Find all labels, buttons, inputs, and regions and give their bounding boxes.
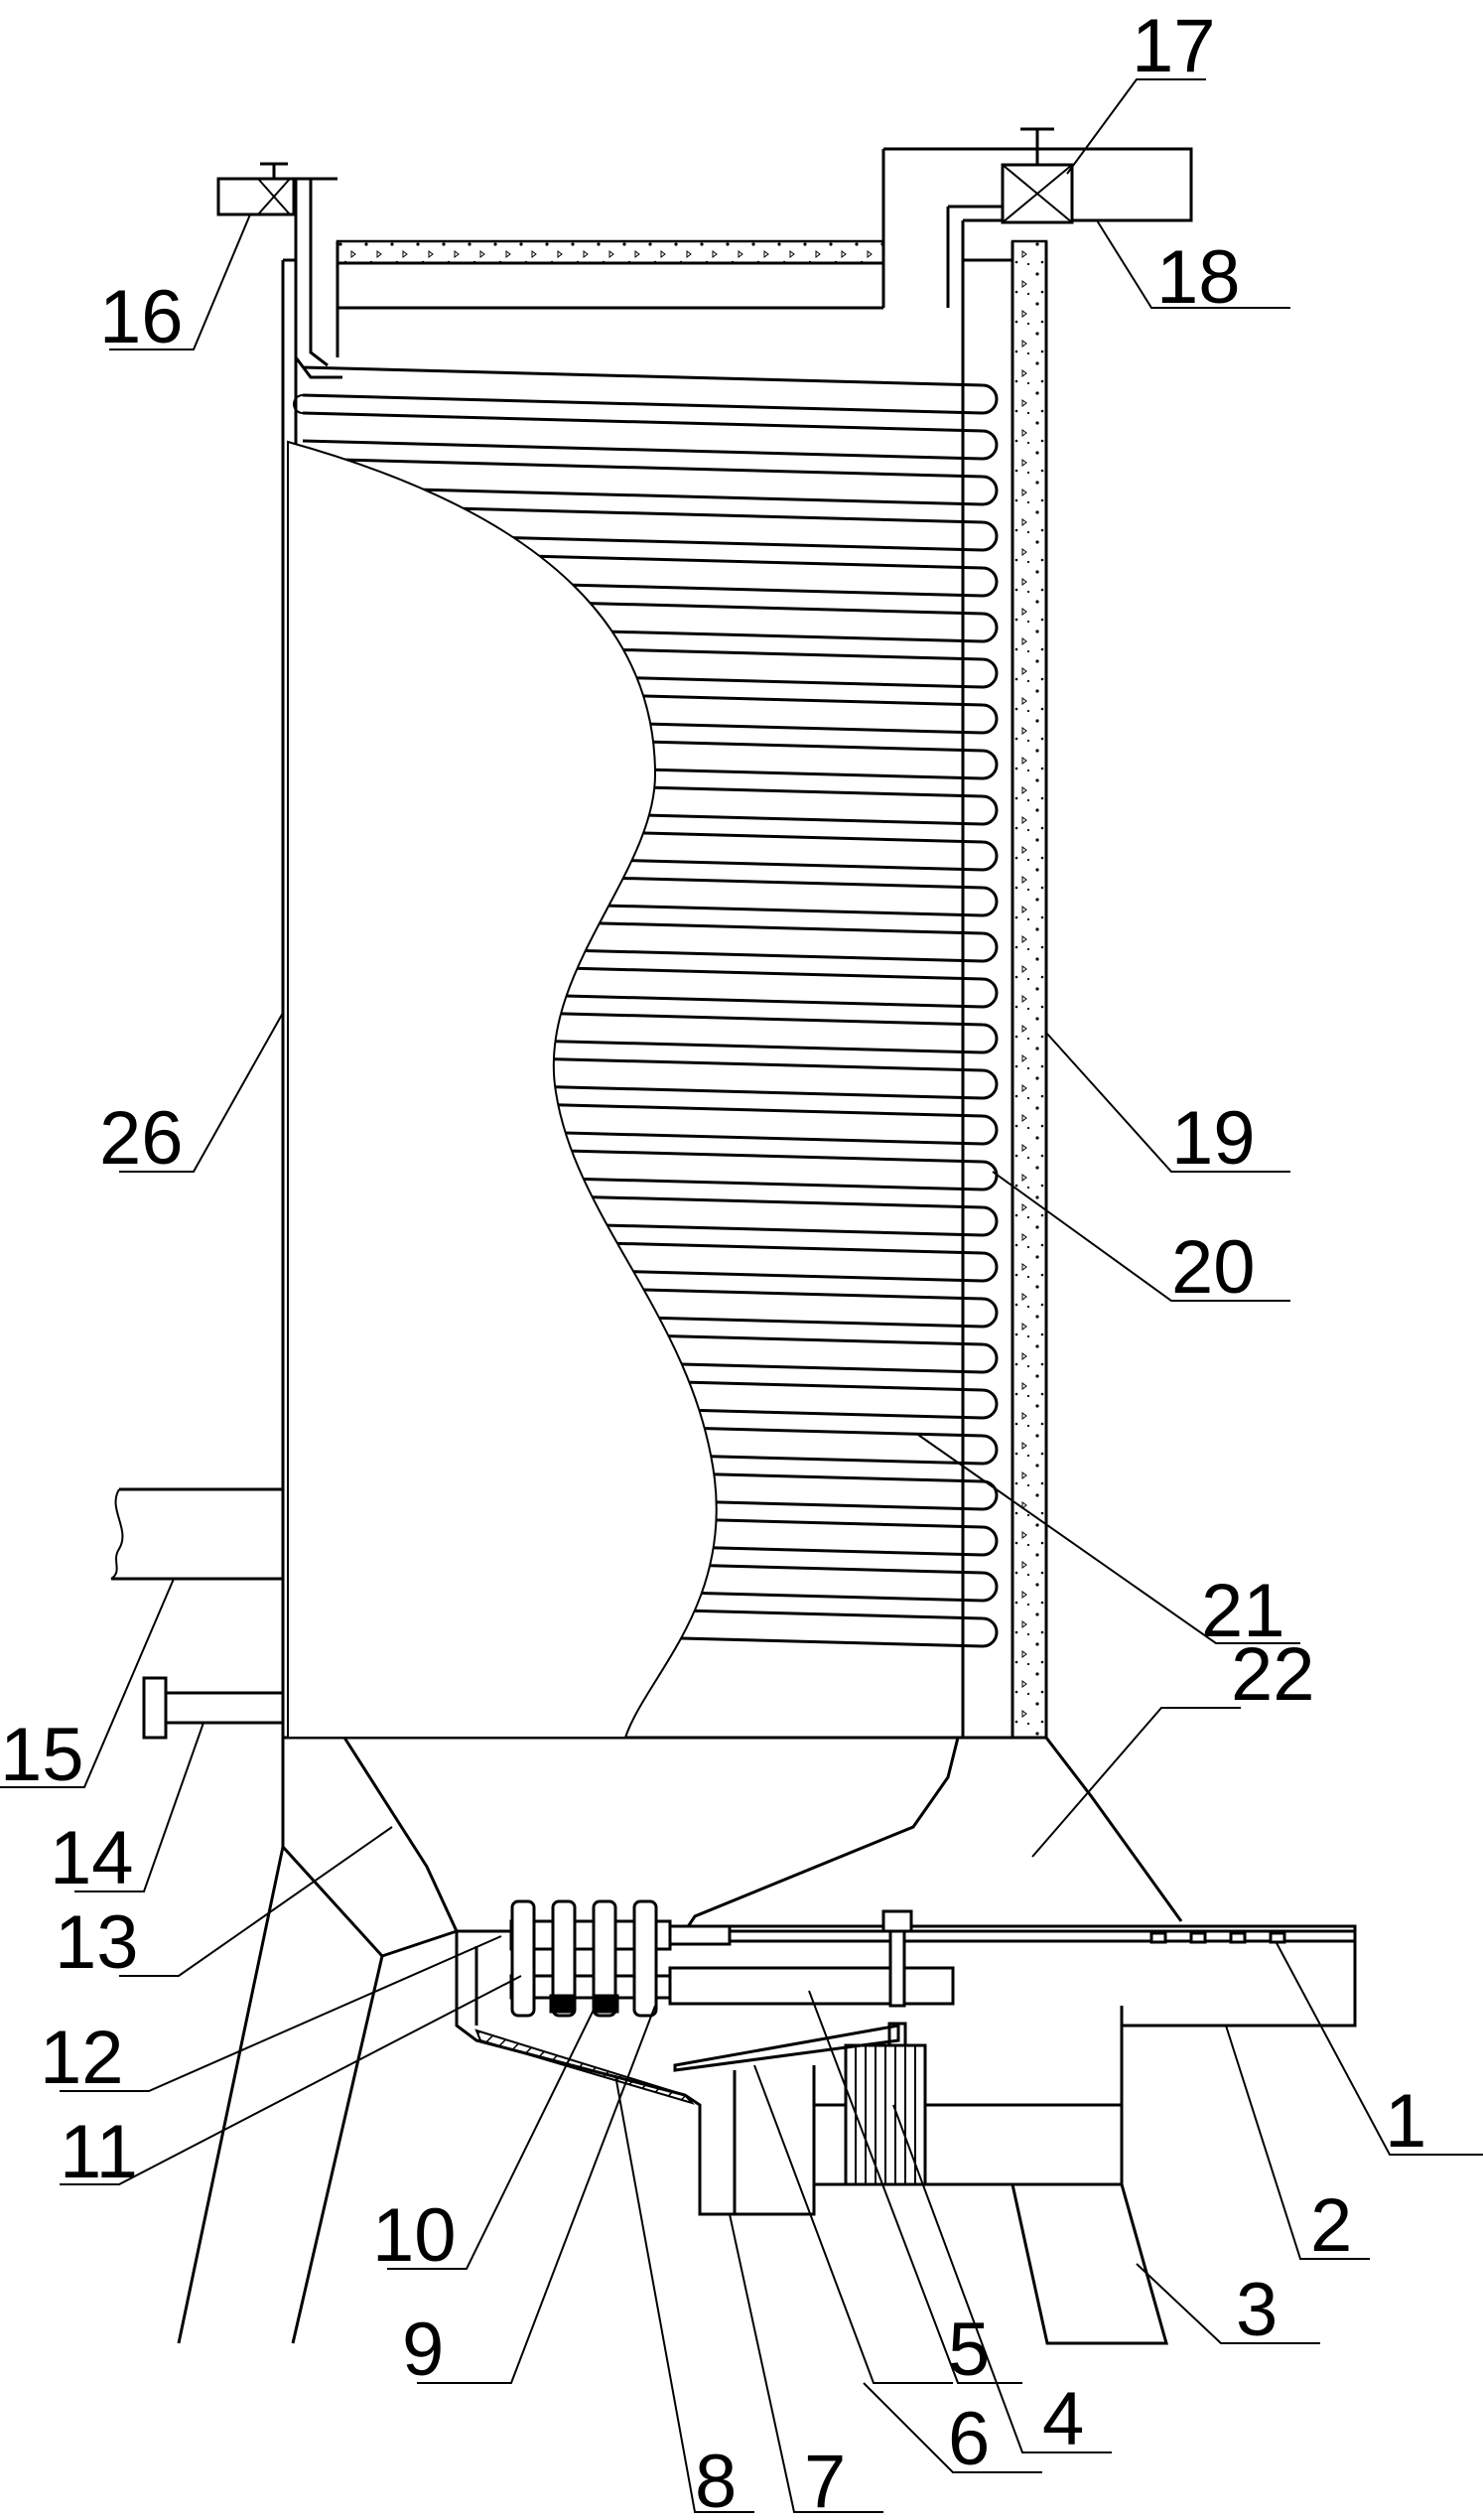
label-2: 2 [1310,2183,1352,2268]
label-13: 13 [55,1900,139,1985]
label-17: 17 [1132,4,1216,88]
coil-turn [302,913,999,1009]
coil-turn [302,731,999,826]
outlet-pipe-18 [883,127,1193,308]
label-8: 8 [695,2440,737,2515]
side-feed-pipe-15 [110,1487,283,1581]
label-15: 15 [0,1713,84,1797]
coil-turn [302,548,999,643]
label-22: 22 [1231,1632,1315,1717]
vessel-shell-19 [281,239,1048,1740]
label-5: 5 [948,2308,990,2392]
label-11: 11 [60,2110,138,2194]
coil-return-bend [293,394,304,414]
inlet-pipe-16 [216,162,342,379]
label-14: 14 [50,1816,134,1900]
coil-turn [302,1005,999,1100]
label-16: 16 [99,275,184,359]
part-labels: 16 17 18 19 20 21 22 26 15 14 13 12 11 1… [0,4,1426,2520]
coil-turn [302,822,999,917]
label-12: 12 [40,2016,124,2100]
label-6: 6 [948,2397,990,2481]
label-19: 19 [1171,1096,1256,1181]
coil-turn [302,457,999,552]
label-1: 1 [1385,2079,1426,2164]
label-4: 4 [1042,2377,1084,2461]
coil-turn [302,639,999,735]
coil-turn [302,1553,999,1648]
valve-body-16 [216,177,296,216]
label-20: 20 [1171,1225,1256,1310]
leader-lines [0,78,1483,2513]
label-26: 26 [99,1096,184,1181]
coil-turn [302,1279,999,1374]
label-9: 9 [402,2308,444,2392]
support-leg-right [1011,2183,1168,2345]
discharge-hopper-22 [342,1737,1183,1932]
label-10: 10 [372,2193,457,2278]
label-21: 21 [1201,1569,1285,1653]
label-3: 3 [1236,2268,1278,2352]
cutaway-section-26 [287,440,718,1739]
side-port-14 [142,1676,283,1740]
coil-turn [302,365,999,461]
label-18: 18 [1156,235,1241,320]
coil-turn [302,1188,999,1283]
support-leg-left [177,1738,458,2344]
drive-housing-2 [673,1909,1357,2214]
top-cover [336,149,885,357]
label-7: 7 [804,2440,846,2515]
coil-turn [302,1370,999,1466]
